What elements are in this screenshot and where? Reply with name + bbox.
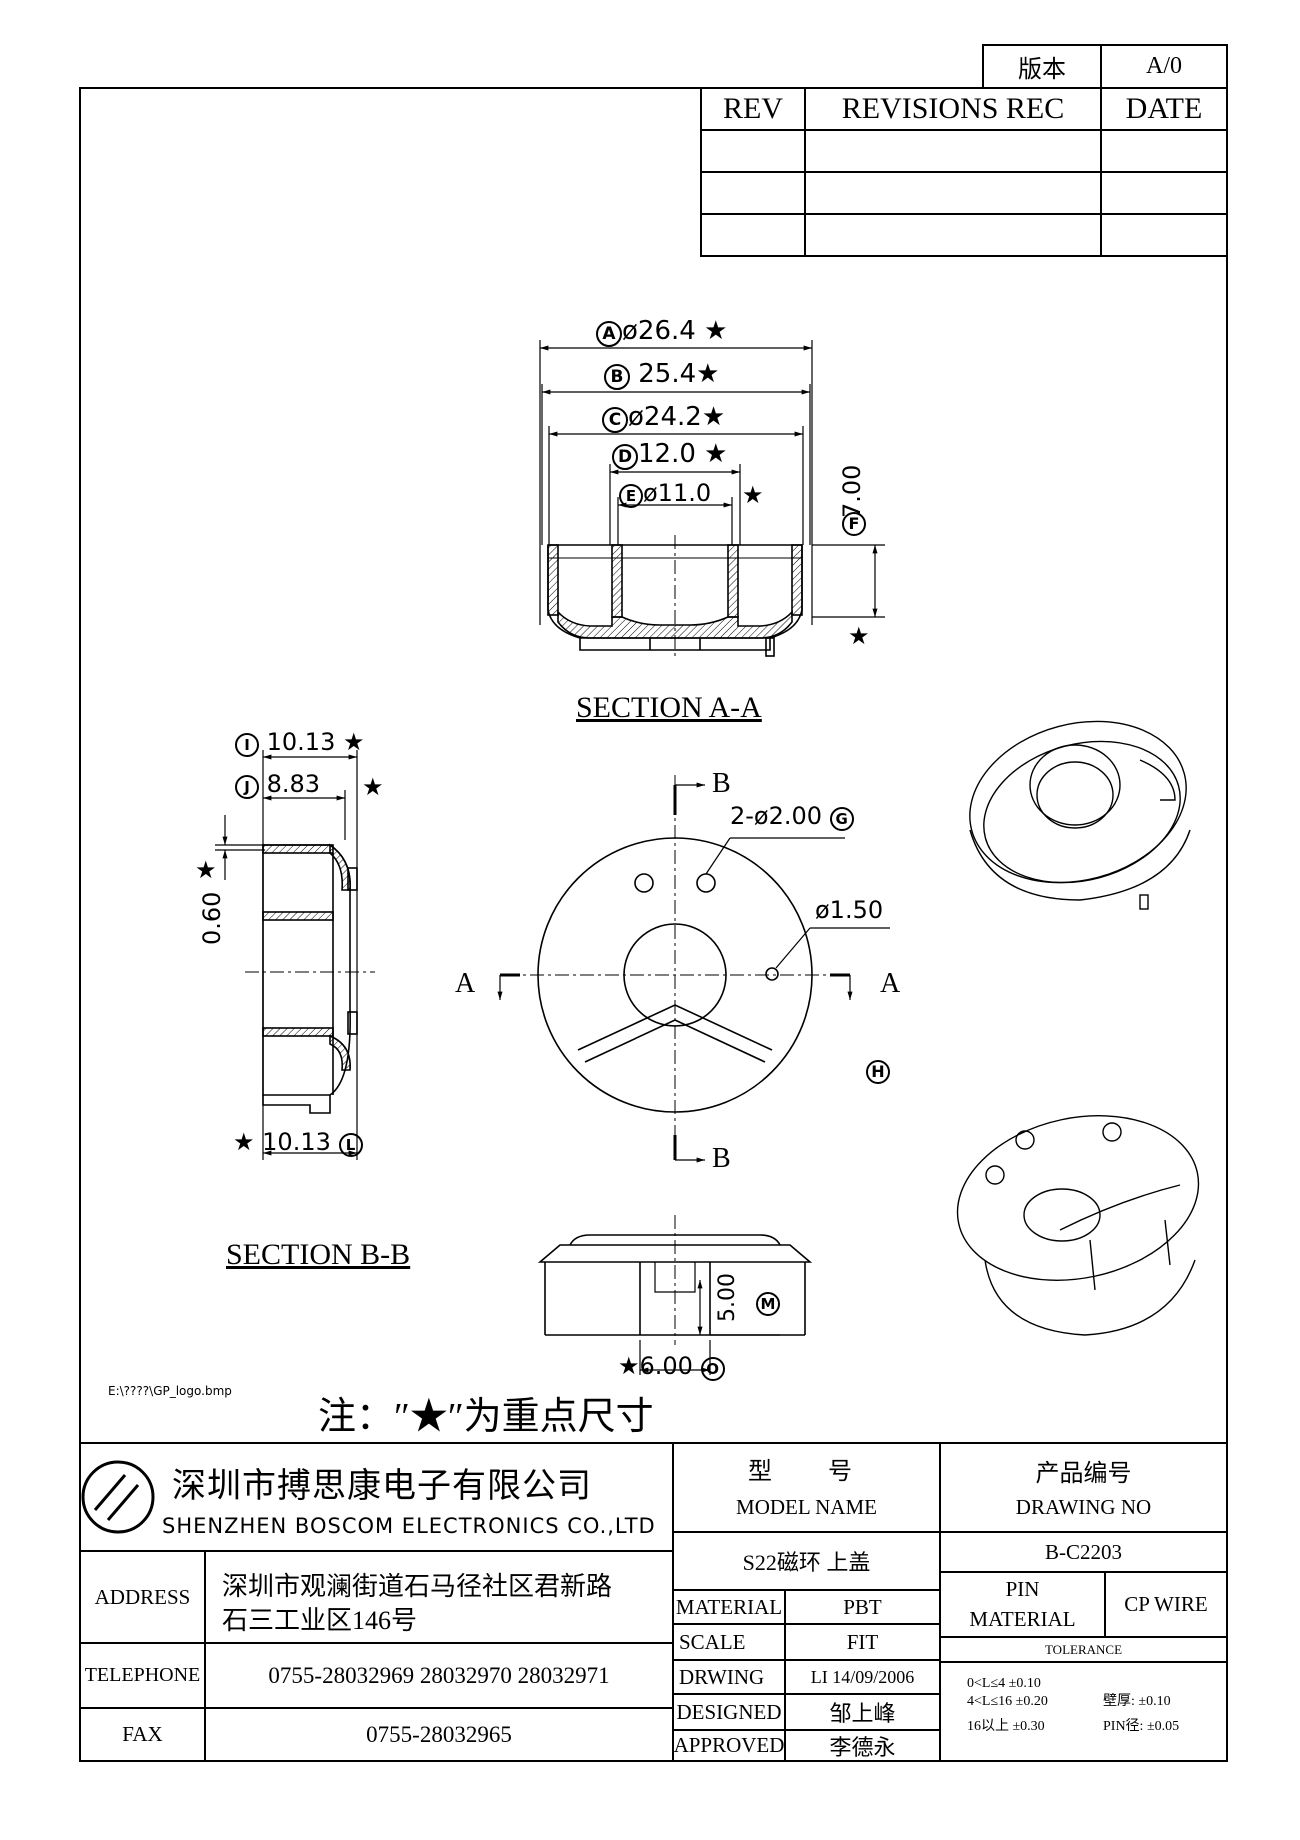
tolerance-row-3b: PIN径: ±0.05 [1103,1719,1180,1734]
tag-f: F [842,512,866,536]
star-icon: ★ [742,481,764,509]
dim-o: ★6.00 O [618,1354,725,1381]
info-drwing-label: DRWING [679,1664,765,1689]
company-name-en: SHENZHEN BOSCOM ELECTRONICS CO.,LTD [162,1514,656,1538]
top-view [497,775,890,1163]
date-header: DATE [1125,92,1203,125]
telephone-value: 0755-28032969 28032970 28032971 [268,1662,610,1688]
drawing-no-header-en: DRAWING NO [1015,1494,1152,1519]
info-drwing-value: LI 14/09/2006 [810,1666,915,1687]
version-value: A/0 [1146,53,1182,79]
section-aa-view [539,340,885,660]
dim-g: 2-ø2.00 G [730,804,854,831]
file-path: E:\????\GP_logo.bmp [108,1384,232,1398]
revisions-rec-header: REVISIONS REC [841,92,1065,125]
fax-value: 0755-28032965 [366,1721,512,1747]
model-header-cn-1: 型 [748,1459,772,1485]
address-label: ADDRESS [94,1584,191,1609]
dim-j: J 8.83 [235,772,320,799]
tag-e: E [619,484,643,508]
tolerance-row-3: 16以上 ±0.30 [967,1719,1045,1734]
revisions-table [700,87,1228,257]
drawing-no-header-cn: 产品编号 [1035,1460,1132,1487]
tag-c: C [602,407,628,433]
star-icon: ★ [343,728,365,756]
info-approved-value: 李德永 [829,1734,896,1760]
model-header-en: MODEL NAME [736,1494,877,1519]
tag-b: B [604,364,630,390]
tolerance-row-2: 4<L≤16 ±0.20 [967,1694,1048,1709]
info-approved-label: APPROVED [673,1733,785,1757]
key-dimension-note: 注：″★″为重点尺寸 [318,1396,654,1438]
title-block [80,1442,1227,1761]
dim-f: 7.00 [838,464,866,518]
dim-pin-hole: ø1.50 [815,896,884,924]
pin-material-label-1: PIN [1005,1576,1040,1601]
pin-material-label-2: MATERIAL [969,1606,1076,1631]
dim-l: ★ 10.13 L [233,1130,363,1157]
star-icon: ★ [848,622,870,650]
tolerance-row-1: 0<L≤4 ±0.10 [967,1676,1041,1691]
isometric-view-top [969,720,1191,910]
address-line1: 深圳市观澜街道石马径社区君新路 [222,1572,613,1601]
info-scale-value: FIT [846,1629,879,1654]
model-value: S22磁环 上盖 [742,1550,871,1575]
pin-material-value: CP WIRE [1124,1592,1208,1616]
dim-m: 5.00 [715,1273,740,1322]
tolerance-row-2b: 壁厚: ±0.10 [1103,1694,1171,1709]
star-icon: ★ [195,856,217,884]
star-icon: ★ [704,316,728,346]
info-material-value: PBT [843,1594,882,1619]
info-designed-value: 邹上峰 [829,1701,896,1726]
section-aa-title: SECTION A-A [576,691,762,724]
star-icon: ★ [704,439,728,469]
tolerance-title: TOLERANCE [1044,1641,1123,1657]
drawing-frame [79,87,1228,1762]
section-bb-title: SECTION B-B [226,1238,411,1271]
star-icon: ★ [618,1352,640,1380]
star-icon: ★ [233,1128,255,1156]
star-icon: ★ [362,773,384,801]
dim-b: B 25.4★ [604,361,719,390]
star-icon: ★ [701,402,726,432]
cut-b-bottom: B [712,1143,731,1174]
tag-o: O [700,1357,725,1381]
tag-l: L [338,1133,363,1157]
company-name-cn: 深圳市搏思康电子有限公司 [172,1468,592,1505]
model-header-cn-2: 号 [828,1459,852,1485]
tag-j: J [235,775,259,799]
star-icon: ★ [696,359,720,389]
fax-label: FAX [122,1722,163,1746]
info-designed-label: DESIGNED [676,1699,782,1724]
tag-a: A [596,321,622,347]
tag-i: I [235,733,259,757]
bottom-view [537,1215,813,1375]
tag-h: H [866,1060,890,1084]
section-bb-view [215,750,375,1160]
cut-b-top: B [712,768,731,799]
info-material-label: MATERIAL [675,1594,783,1619]
telephone-label: TELEPHONE [84,1664,201,1686]
cut-a-right: A [880,968,901,999]
cut-a-left: A [455,968,476,999]
dim-k: 0.60 [198,891,226,945]
isometric-view-bottom [956,1115,1200,1336]
info-scale-label: SCALE [679,1629,746,1654]
drawing-no-value: B-C2203 [1044,1539,1122,1564]
version-label: 版本 [1018,57,1066,83]
tag-m: M [756,1292,780,1316]
rev-header: REV [723,92,783,125]
dim-i: I 10.13 ★ [235,730,365,757]
address-line2: 石三工业区146号 [222,1606,418,1635]
tag-g: G [829,807,854,831]
company-logo [81,1460,155,1534]
tag-d: D [612,444,638,470]
